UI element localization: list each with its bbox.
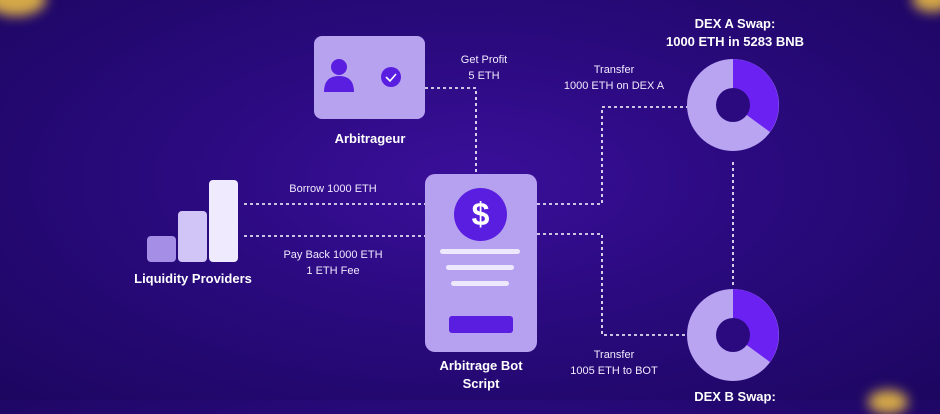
transfer-b-line2: 1005 ETH to BOT xyxy=(570,365,658,377)
profit-connector xyxy=(425,87,477,174)
get-profit-line2: 5 ETH xyxy=(468,70,500,82)
bot-text-line-2 xyxy=(446,265,514,270)
bot-text-line-1 xyxy=(440,249,520,254)
corner-glow-top-right xyxy=(912,0,940,12)
dex-a-donut-icon xyxy=(687,59,779,151)
connector-lines xyxy=(0,0,940,400)
bot-title-line1: Arbitrage Bot xyxy=(439,358,523,373)
payback-line2: 1 ETH Fee xyxy=(306,265,360,277)
transfer-a-line2: 1000 ETH on DEX A xyxy=(563,80,665,92)
payback-line1: Pay Back 1000 ETH xyxy=(283,249,383,261)
arbitrageur-card xyxy=(314,36,425,119)
corner-glow-top-left xyxy=(0,0,46,16)
liquidity-bar-small xyxy=(147,236,176,262)
transfer-b-connector xyxy=(537,233,688,336)
transfer-b-line1: Transfer xyxy=(593,349,635,361)
transfer-a-line1: Transfer xyxy=(593,64,635,76)
dex-b-title: DEX B Swap: xyxy=(694,389,776,404)
dollar-icon: $ xyxy=(454,188,507,241)
user-icon xyxy=(324,59,354,92)
check-badge-icon xyxy=(381,67,401,87)
arbitrageur-title: Arbitrageur xyxy=(334,131,406,146)
transfer-b-label: Transfer 1005 ETH to BOT xyxy=(556,347,672,379)
dex-a-title: DEX A Swap: 1000 ETH in 5283 BNB xyxy=(640,15,830,51)
liquidity-bar-medium xyxy=(178,211,207,262)
dex-a-title-line2: 1000 ETH in 5283 BNB xyxy=(665,34,804,49)
dex-a-title-line1: DEX A Swap: xyxy=(694,16,776,31)
bot-title: Arbitrage Bot Script xyxy=(410,357,552,393)
get-profit-label: Get Profit 5 ETH xyxy=(444,52,524,84)
borrow-label: Borrow 1000 ETH xyxy=(289,183,377,195)
bot-text-line-3 xyxy=(451,281,509,286)
liquidity-title: Liquidity Providers xyxy=(134,271,252,286)
get-profit-line1: Get Profit xyxy=(460,54,508,66)
payback-label: Pay Back 1000 ETH 1 ETH Fee xyxy=(268,247,398,279)
transfer-a-connector xyxy=(537,106,688,205)
bot-title-line2: Script xyxy=(462,376,500,391)
liquidity-bar-large xyxy=(209,180,238,262)
bot-action-button xyxy=(449,316,513,333)
dex-b-donut-icon xyxy=(687,289,779,381)
transfer-a-label: Transfer 1000 ETH on DEX A xyxy=(556,62,672,94)
